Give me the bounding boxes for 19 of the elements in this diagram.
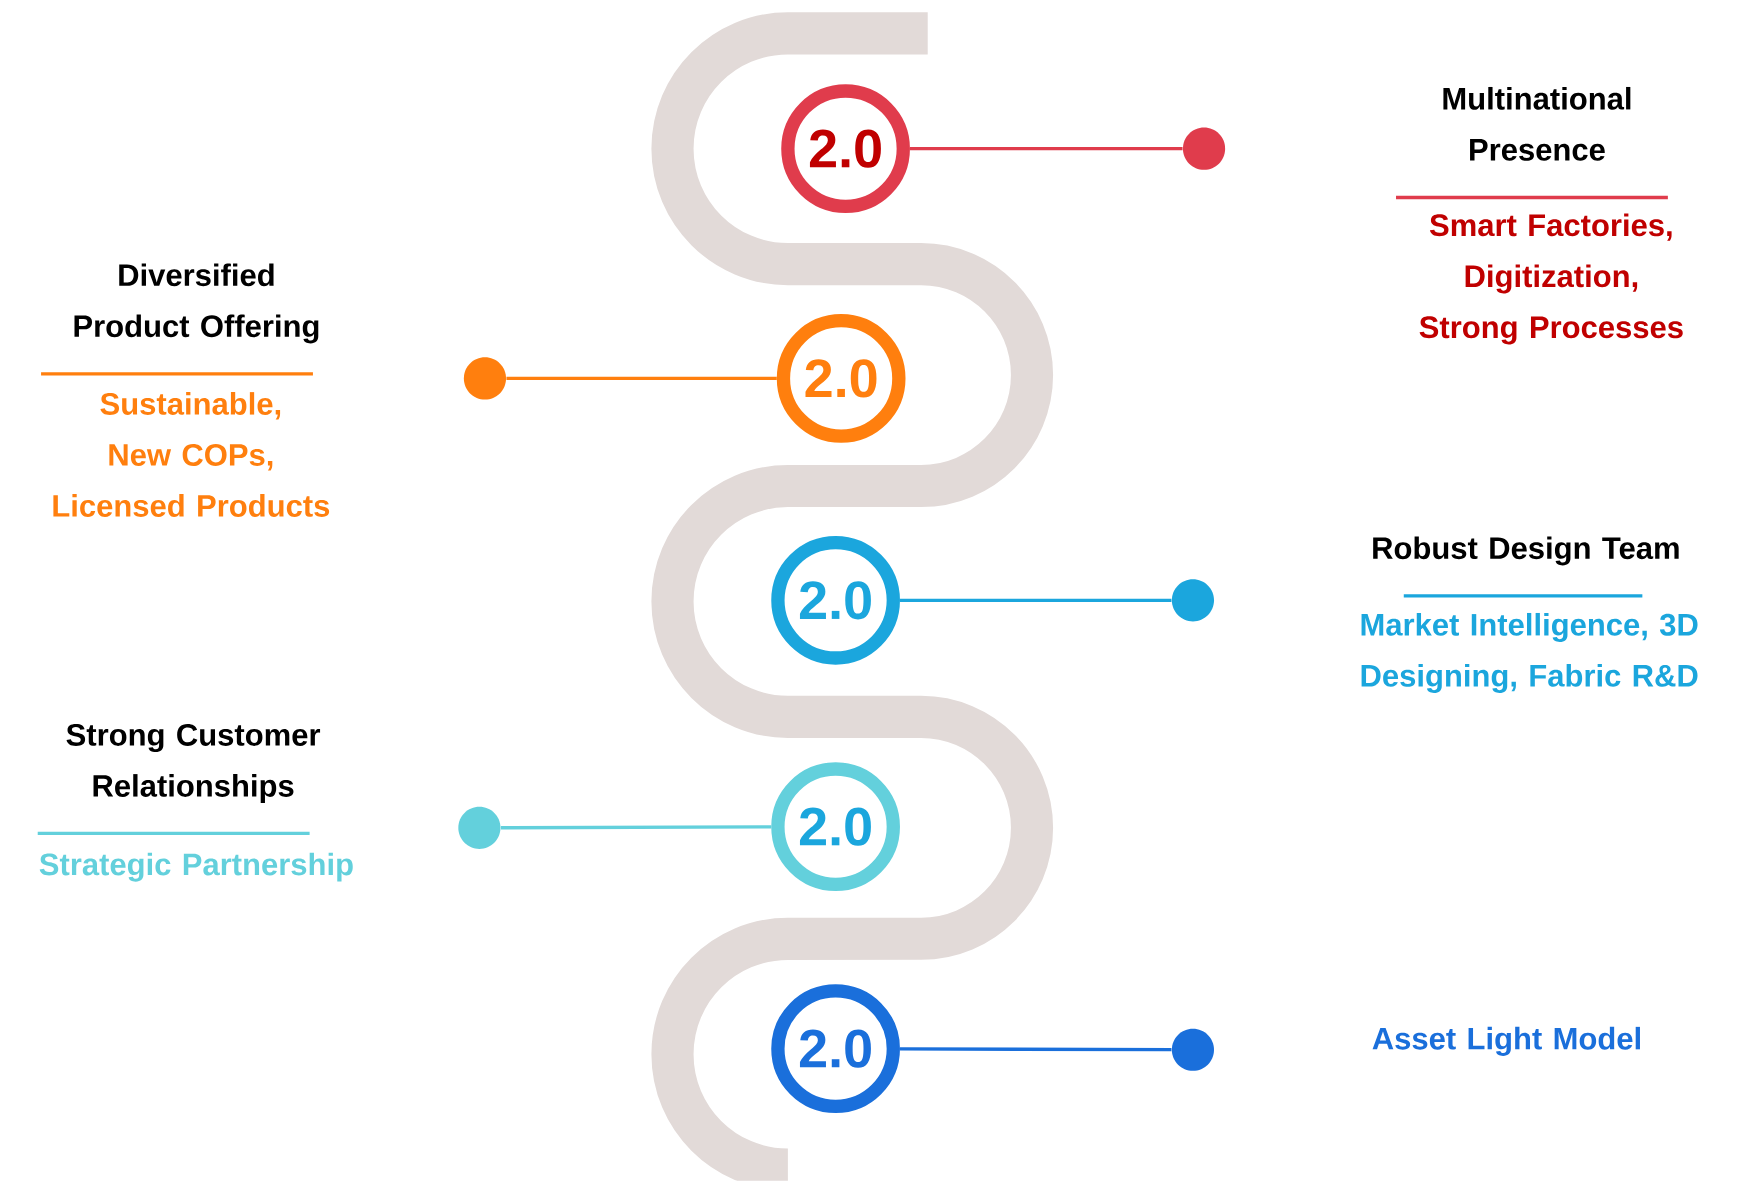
connector-line [899, 598, 1172, 603]
description-text: Sustainable, New COPs, Licensed Products [53, 392, 330, 518]
end-dot [458, 806, 501, 850]
end-dot [1182, 127, 1226, 170]
heading: Strong Customer Relationships [66, 724, 321, 804]
connector-line [500, 825, 772, 830]
description-text: Strategic Partnership [39, 852, 353, 882]
end-dot [463, 357, 507, 400]
connector-line [899, 1047, 1172, 1052]
end-dot [1171, 579, 1214, 622]
heading: Robust Design Team [1373, 536, 1679, 566]
heading: Multinational Presence [1443, 87, 1631, 161]
connector-line [506, 376, 777, 381]
description-text: Asset Light Model [1372, 1027, 1640, 1056]
description-text: Smart Factories, Digitization, Strong Processes [1419, 213, 1683, 345]
heading: Diversified Product Offering [74, 263, 319, 344]
connector-line [909, 147, 1183, 151]
description-text: Market Intelligence, 3D Designing, Fabric R&D [1361, 613, 1698, 694]
end-dot [1171, 1028, 1214, 1071]
